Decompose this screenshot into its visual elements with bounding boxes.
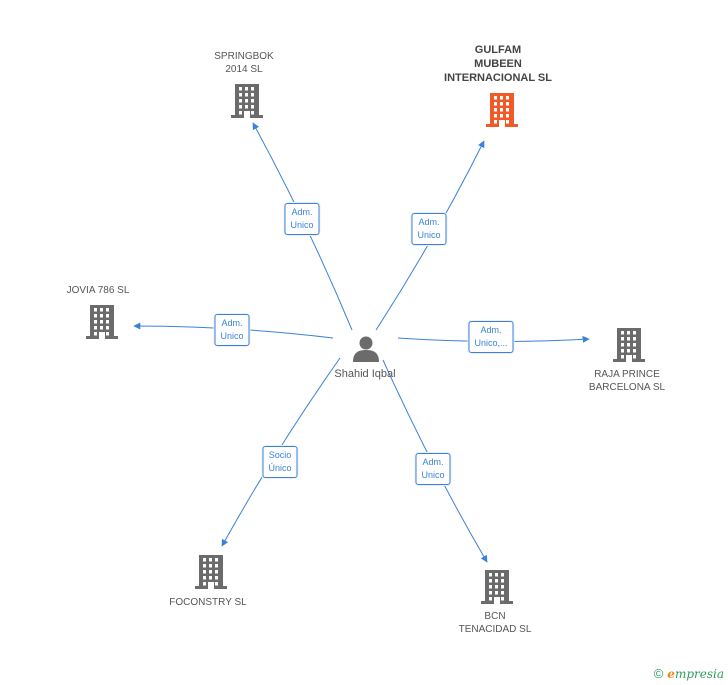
building-icon-foconstry[interactable] (195, 555, 227, 589)
building-icon-bcn[interactable] (481, 570, 513, 604)
building-icon-gulfam[interactable] (486, 93, 518, 127)
footer-brand: ©empresia (654, 666, 724, 681)
empresia-logo: empresia (667, 667, 724, 681)
center-person-name[interactable]: Shahid Iqbal (334, 368, 396, 380)
relation-label-bcn[interactable]: Adm.Unico (415, 453, 451, 485)
relation-label-springbok[interactable]: Adm.Unico (284, 203, 320, 235)
company-label-foconstry[interactable]: FOCONSTRY SL (169, 597, 247, 608)
relation-label-jovia[interactable]: Adm.Unico (214, 314, 250, 346)
relation-label-gulfam[interactable]: Adm.Unico (411, 213, 447, 245)
building-icon-raja[interactable] (613, 328, 645, 362)
company-label-jovia[interactable]: JOVIA 786 SL (66, 285, 130, 296)
relation-label-raja[interactable]: Adm.Unico,... (468, 321, 514, 353)
building-icon-jovia[interactable] (86, 305, 118, 339)
copyright-symbol: © (653, 666, 664, 681)
person-icon[interactable] (351, 333, 381, 363)
building-icon-springbok[interactable] (231, 84, 263, 118)
